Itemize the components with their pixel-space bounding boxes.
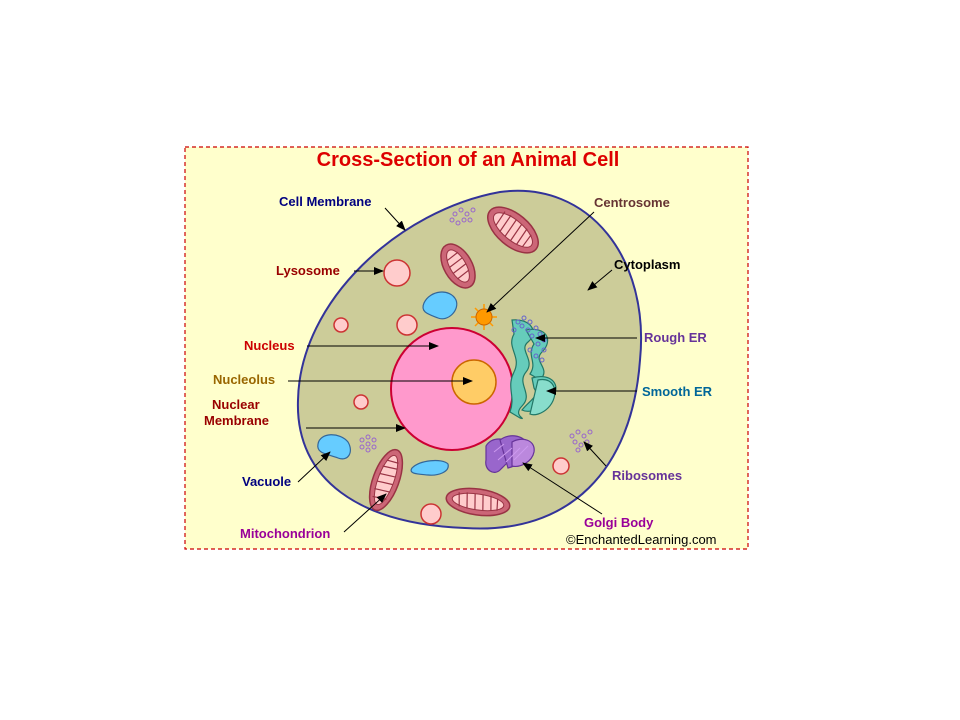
centrosome (471, 304, 497, 330)
label-golgi-body: Golgi Body (584, 515, 654, 530)
lysosome (383, 259, 411, 287)
label-vacuole: Vacuole (242, 474, 291, 489)
lysosome (333, 317, 349, 333)
label-nuclear-membrane-line1: Nuclear (212, 397, 260, 412)
mitochondrion (445, 487, 511, 517)
label-nucleolus: Nucleolus (213, 372, 275, 387)
label-smooth-er: Smooth ER (642, 384, 713, 399)
leader-lines (288, 207, 637, 533)
vacuole (410, 459, 449, 476)
nucleolus (451, 359, 497, 405)
lysosome (552, 457, 570, 475)
label-cytoplasm: Cytoplasm (614, 257, 680, 272)
endoplasmic-reticulum (509, 319, 557, 420)
mitochondrion (487, 206, 539, 254)
label-lysosome: Lysosome (276, 263, 340, 278)
lysosome (420, 503, 442, 525)
lysosome (396, 314, 418, 336)
ribosomes (359, 207, 593, 453)
label-mitochondrion: Mitochondrion (240, 526, 330, 541)
mitochondrion (440, 243, 476, 289)
diagram-title: Cross-Section of an Animal Cell (317, 149, 620, 171)
vacuole (422, 291, 458, 320)
label-ribosomes: Ribosomes (612, 468, 682, 483)
label-centrosome: Centrosome (594, 195, 670, 210)
label-nuclear-membrane-line2: Membrane (204, 413, 269, 428)
golgi-body (485, 435, 535, 473)
lysosome (353, 394, 369, 410)
label-cell-membrane: Cell Membrane (279, 194, 371, 209)
label-nucleus: Nucleus (244, 338, 295, 353)
rough-er-ribosomes (511, 315, 547, 363)
copyright-text: ©EnchantedLearning.com (566, 532, 717, 547)
label-rough-er: Rough ER (644, 330, 707, 345)
